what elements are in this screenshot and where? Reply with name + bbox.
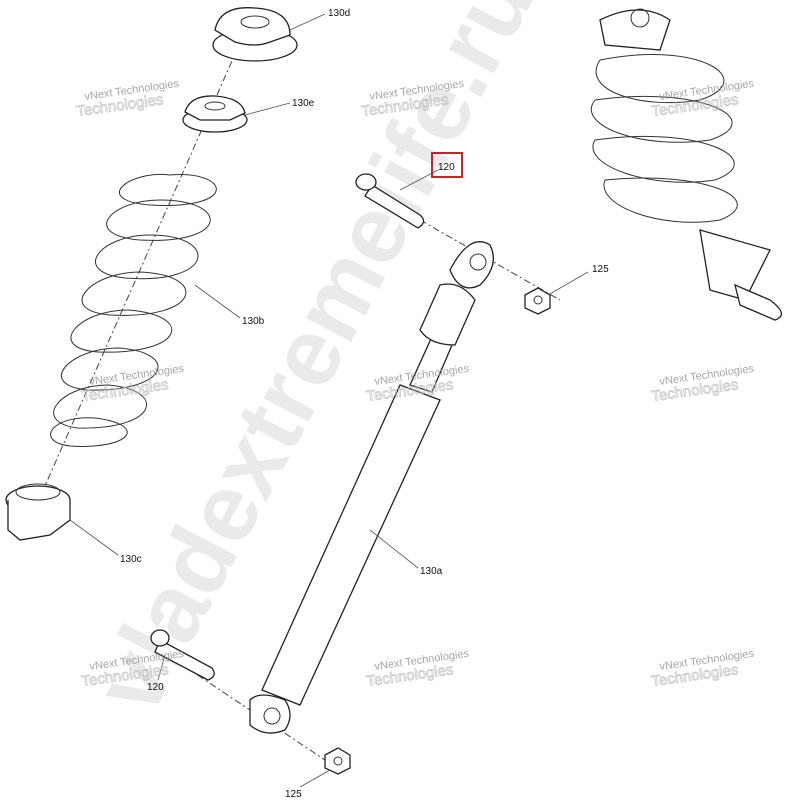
leader-130c [69,519,119,556]
leader-130a [369,529,419,569]
part-130a-shock-absorber [249,241,494,734]
leader-120-bottom [157,654,166,681]
part-120-bottom-bolt [150,629,215,681]
leader-130b [194,284,241,319]
watermark-6: vNext Technologies Technologies [650,363,755,406]
callout-120-top[interactable]: 120 [438,162,455,173]
callout-130c[interactable]: 130c [120,554,142,565]
part-120-top-bolt [355,173,425,229]
highlight-box-120 [431,152,463,178]
leader-125-bottom [299,769,331,788]
callout-130a[interactable]: 130a [420,566,443,577]
watermark-8: vNext Technologies Technologies [365,648,470,691]
part-130b-coil-spring [50,173,217,447]
callout-120-bottom[interactable]: 120 [147,682,164,693]
leader-125-top [547,271,589,296]
watermark-3: vNext Technologies Technologies [650,78,755,121]
callout-130d[interactable]: 130d [328,8,350,19]
watermark-9: vNext Technologies Technologies [650,648,755,691]
callout-130e[interactable]: 130e [292,98,315,109]
part-130c-lower-seat [5,483,71,541]
leader-130d [289,13,326,31]
callout-125-top[interactable]: 125 [592,264,609,275]
assembled-shock-illustration [590,8,782,321]
callout-125-bottom[interactable]: 125 [285,789,302,800]
leader-130e [244,102,291,116]
callout-130b[interactable]: 130b [242,316,265,327]
part-130d-spring-seat [212,7,298,62]
part-125-bottom-nut [324,747,351,775]
part-130e-washer [182,95,248,133]
watermark-4: vNext Technologies Technologies [80,363,185,406]
watermark-1: vNext Technologies Technologies [75,78,180,121]
part-125-top-nut [524,287,551,315]
